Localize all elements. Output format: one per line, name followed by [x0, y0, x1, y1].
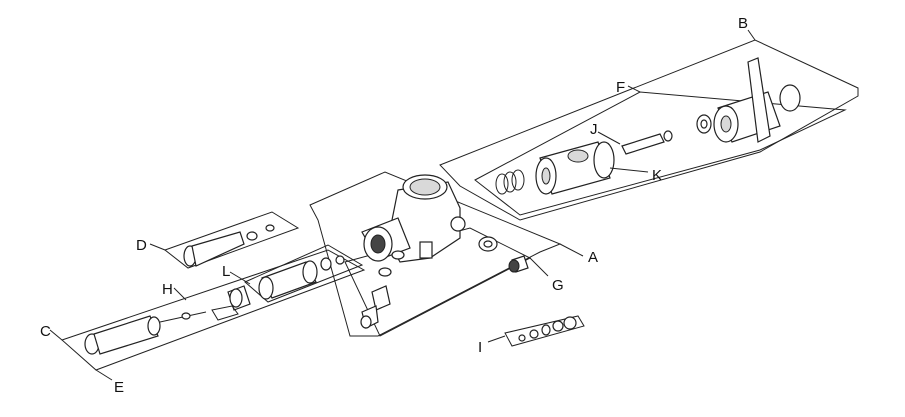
throttle-spring: [495, 169, 525, 195]
leader-d: [149, 243, 166, 251]
fuel-valve-l: [258, 255, 345, 300]
callout-j: J: [590, 121, 598, 138]
leader-g: [529, 257, 549, 277]
group-outline-d: [163, 211, 300, 269]
callout-b: B: [738, 15, 748, 32]
leader-c: [49, 329, 63, 341]
washer-body: [391, 250, 405, 260]
leader-j: [597, 131, 621, 145]
group-outline-e: [61, 249, 366, 371]
leader-a: [559, 243, 584, 257]
group-outline-f: [474, 91, 847, 216]
leader-l: [229, 271, 251, 285]
arm-washer: [696, 114, 712, 134]
callout-e: E: [114, 379, 124, 396]
plug-g: [508, 255, 529, 273]
leader-k: [609, 167, 649, 173]
leader-i: [487, 335, 506, 343]
callout-d: D: [136, 237, 147, 254]
carburetor-body: [361, 174, 466, 263]
fuel-nipple: [360, 267, 392, 329]
callout-k: K: [652, 167, 662, 184]
needle-assembly-j: [621, 130, 673, 155]
callout-l: L: [222, 263, 230, 280]
sleeve-h: [211, 285, 251, 321]
callout-c: C: [40, 323, 51, 340]
callout-a: A: [588, 249, 598, 266]
o-ring-set-i: [518, 316, 577, 342]
throttle-barrel: [535, 141, 615, 195]
group-outline-i: [504, 315, 585, 347]
leader-f: [627, 85, 641, 93]
throttle-arm: [713, 57, 801, 143]
leader-b: [747, 29, 756, 41]
washer-g: [478, 236, 498, 252]
leader-h: [173, 287, 187, 301]
callout-g: G: [552, 277, 564, 294]
callout-f: F: [616, 79, 625, 96]
callout-i: I: [478, 339, 482, 356]
group-outline-b: [439, 39, 859, 221]
idle-needle-c: [84, 311, 207, 355]
leader-e: [95, 369, 113, 381]
mixture-needle-d: [183, 224, 275, 267]
callout-h: H: [162, 281, 173, 298]
